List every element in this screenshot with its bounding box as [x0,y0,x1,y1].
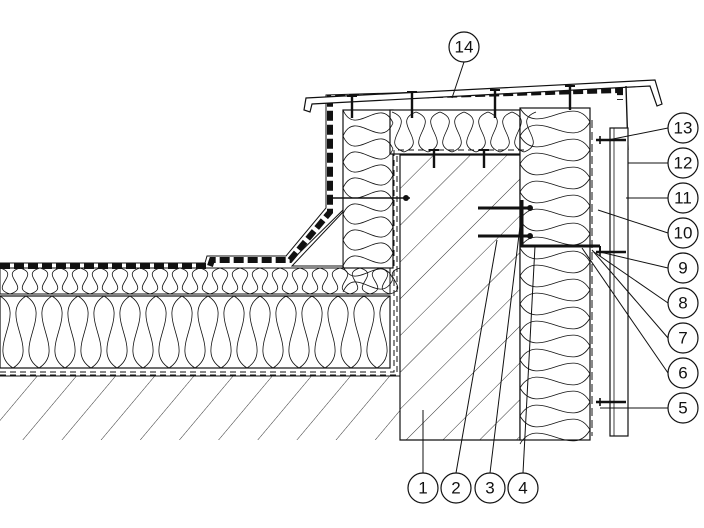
vapour-barrier [0,149,525,376]
callout-13-label: 13 [674,119,693,138]
callout-7-label: 7 [678,329,687,348]
callout-7: 7 [667,322,699,354]
parapet-inner-insulation [342,109,394,269]
facade-insulation [519,107,591,441]
wall-anchors [478,200,601,252]
callout-12-label: 12 [674,154,693,173]
waterproofing-membrane [0,85,623,269]
callout-5: 5 [667,392,699,424]
parapet-top-insulation [389,109,521,155]
callout-6: 6 [667,357,699,389]
callout-6-label: 6 [678,364,687,383]
callout-3-label: 3 [485,479,494,498]
concrete-slab [0,375,400,440]
callout-10: 10 [667,217,699,249]
callout-8: 8 [667,287,699,319]
callout-4: 4 [507,472,539,504]
callout-5-label: 5 [678,399,687,418]
callout-12: 12 [667,147,699,179]
roof-insulation [0,267,391,369]
callout-bubbles: 1 2 3 4 5 6 7 8 9 10 11 12 13 14 [407,31,699,504]
callout-11-label: 11 [674,189,692,208]
callout-9-label: 9 [678,259,687,278]
callout-10-label: 10 [674,224,693,243]
callout-8-label: 8 [678,294,687,313]
callout-1: 1 [407,472,439,504]
callout-11: 11 [667,182,699,214]
concrete-parapet-wall [399,154,521,441]
callout-14-label: 14 [455,38,474,57]
callout-3: 3 [474,472,506,504]
cap-fasteners [330,85,575,201]
mineral-wool-pattern [0,107,591,445]
callout-14: 14 [448,31,480,63]
callout-13: 13 [667,112,699,144]
callout-9: 9 [667,252,699,284]
callout-2: 2 [440,472,472,504]
callout-leaders [422,61,669,474]
corner-fillet [290,210,344,267]
callout-2-label: 2 [451,479,460,498]
callout-4-label: 4 [518,479,527,498]
callout-1-label: 1 [418,479,427,498]
